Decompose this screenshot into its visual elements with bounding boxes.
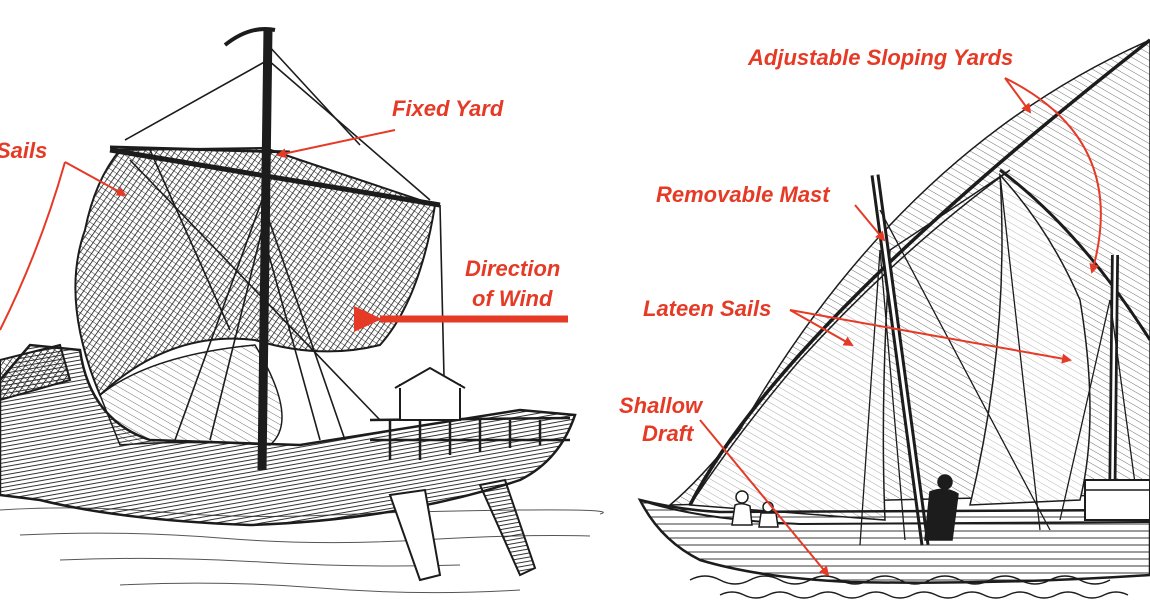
shallow-draft-label-line2: Draft <box>642 421 694 446</box>
adjustable-sloping-yards-label: Adjustable Sloping Yards <box>748 45 1014 70</box>
sloping-yard-rear <box>999 168 1150 341</box>
lateen-sails-arrow-a <box>789 309 854 346</box>
left-rigging <box>124 44 446 441</box>
shallow-draft-label-line1: Shallow <box>619 393 703 418</box>
adjustable-yards-arrow-curve <box>1004 77 1102 274</box>
sloping-yard-front <box>688 38 1150 506</box>
sails-arrow <box>64 161 127 196</box>
adjustable-yards-arrow <box>1004 77 1032 114</box>
shallow-draft-arrow <box>699 419 830 577</box>
removable-mast-label: Removable Mast <box>656 182 830 207</box>
left-mast <box>257 27 273 471</box>
lateen-sails-arrow-b <box>789 309 1072 364</box>
direction-of-wind-label-line2: of Wind <box>472 286 553 311</box>
fixed-yard-label: Fixed Yard <box>392 96 504 121</box>
annotation-arrows <box>0 77 1102 577</box>
fixed-yard-arrow <box>276 129 396 159</box>
sails-arrow-curve <box>0 161 66 331</box>
main-square-sail <box>74 146 437 397</box>
fixed-yard <box>109 147 441 208</box>
crew-figures <box>731 474 959 541</box>
right-water <box>689 575 1129 599</box>
sails-label: Sails <box>0 138 48 163</box>
right-hull <box>637 498 1150 584</box>
lateen-sails-label: Lateen Sails <box>643 296 772 321</box>
square-rigged-ship <box>0 27 604 594</box>
removable-mast-arrow <box>854 204 886 242</box>
direction-of-wind-label-line1: Direction <box>465 256 561 281</box>
